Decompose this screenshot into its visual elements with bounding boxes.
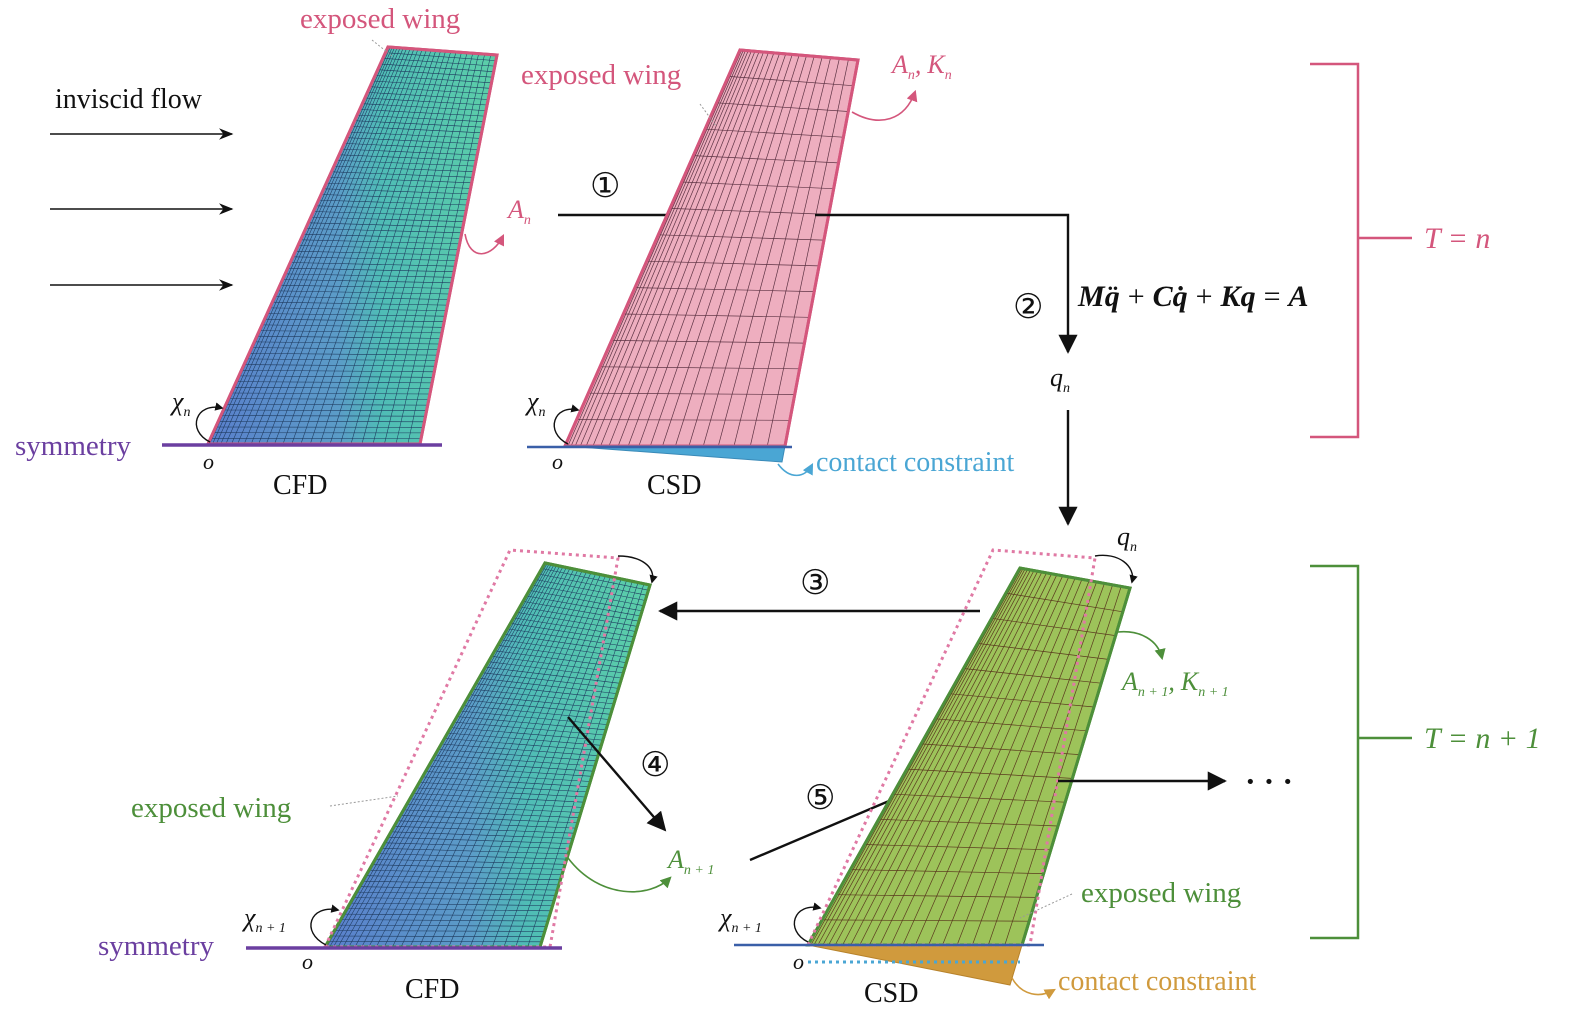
step-4-arrow: [567, 716, 667, 832]
sweep-angle-label-cfd-bottom: χn + 1: [241, 903, 286, 936]
deflection-arc-csd: [1094, 554, 1138, 584]
pink-curved-arrow-csd: [851, 89, 918, 121]
csd-mesh-t-n: [565, 49, 854, 447]
inviscid-flow-label: inviscid flow: [55, 84, 203, 115]
load-stiffness-label-csd-top: An,Kn: [890, 50, 952, 83]
green-curved-arrow-csd: [1117, 631, 1166, 661]
step-5-marker: ⑤: [805, 780, 835, 817]
step-2-marker: ②: [1013, 289, 1043, 326]
step-3-marker: ③: [800, 565, 830, 602]
step-2-arrow: [815, 213, 1078, 354]
time-label-t-n-plus-1: T = n + 1: [1424, 722, 1541, 755]
csd-wing-t-n: [562, 48, 860, 463]
deflection-arc-cfd: [617, 555, 658, 584]
pink-curved-arrow-cfd: [464, 233, 505, 255]
exposed-wing-label-csd-top: exposed wing: [521, 59, 681, 91]
cfd-label-top: CFD: [273, 470, 327, 501]
csd-wing-t-n-plus-1: [805, 548, 1132, 986]
sweep-angle-arc-cfd-top: [195, 402, 224, 443]
symmetry-label-top: symmetry: [15, 430, 131, 462]
csd-label-bottom: CSD: [864, 978, 918, 1009]
sweep-angle-arc-cfd-bottom: [310, 904, 340, 946]
sweep-angle-label-csd-bottom: χn + 1: [717, 903, 762, 936]
step-1-marker: ①: [590, 168, 620, 205]
blue-curved-arrow: [777, 463, 814, 477]
ellipsis: · · ·: [1245, 763, 1293, 799]
exposed-wing-label-cfd-top: exposed wing: [300, 3, 460, 35]
leader-line: [329, 795, 399, 807]
origin-label-csd-bottom: o: [793, 949, 804, 974]
csd-label-top: CSD: [647, 470, 701, 501]
cfd-wing-t-n: [205, 45, 499, 446]
leader-line: [699, 103, 717, 127]
cfd-label-bottom: CFD: [405, 974, 459, 1005]
sweep-angle-arc-csd-bottom: [793, 902, 822, 943]
load-label-a-n-cfd: An: [506, 195, 531, 228]
bracket-t-n-plus-1: [1310, 564, 1360, 940]
leader-line: [1019, 893, 1073, 919]
load-label-a-n-plus-1: An + 1: [666, 845, 714, 878]
displacement-label-q-n-bottom: qn: [1117, 522, 1137, 555]
sweep-angle-arc-csd-top: [553, 404, 580, 445]
leader-line: [371, 39, 393, 57]
load-stiffness-label-csd-bottom: An + 1,Kn + 1: [1120, 667, 1229, 700]
origin-label-csd-top: o: [552, 449, 563, 474]
orange-curved-arrow: [1011, 977, 1056, 1000]
contact-constraint-label-top: contact constraint: [816, 447, 1014, 478]
step-4-marker: ④: [640, 747, 670, 784]
cfd-wing-t-n-plus-1: [322, 548, 652, 949]
origin-label-cfd-bottom: o: [302, 949, 313, 974]
csd-mesh-t-n-plus-1: [808, 567, 1123, 946]
displacement-label-q-n: qn: [1050, 363, 1070, 396]
exposed-wing-label-csd-bottom: exposed wing: [1081, 877, 1241, 909]
green-curved-arrow-cfd: [567, 857, 672, 893]
symmetry-label-bottom: symmetry: [98, 930, 214, 962]
equation-of-motion: Mq̈+Cq̇+Kq=A: [1077, 280, 1309, 313]
time-label-t-n: T = n: [1424, 222, 1490, 255]
sweep-angle-label-csd-top: χn: [524, 387, 545, 420]
sweep-angle-label-cfd-top: χn: [169, 387, 190, 420]
origin-label-cfd-top: o: [203, 449, 214, 474]
exposed-wing-label-cfd-bottom: exposed wing: [131, 792, 291, 824]
bracket-t-n: [1310, 62, 1360, 439]
contact-constraint-label-bottom: contact constraint: [1058, 966, 1256, 997]
